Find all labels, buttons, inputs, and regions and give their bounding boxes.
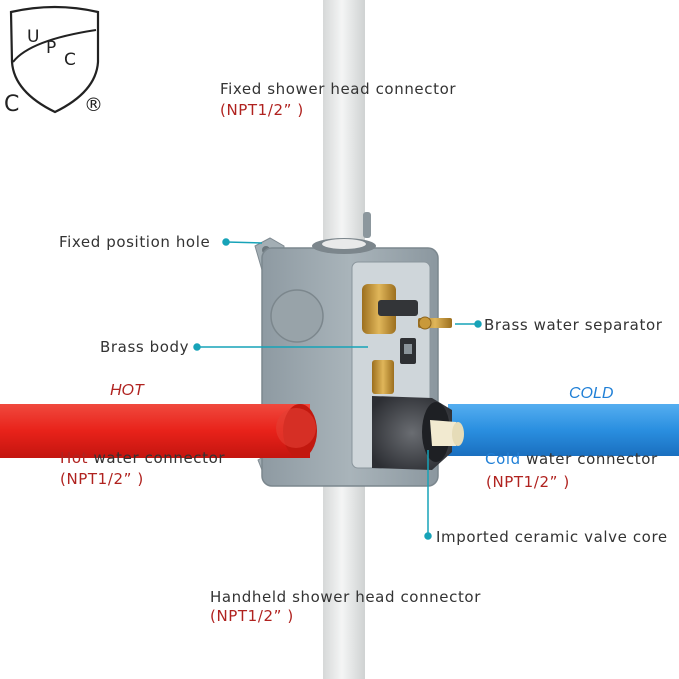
hot-connector-rest: water connector [88, 449, 226, 467]
hot-connector-spec: (NPT1/2” ) [60, 470, 144, 488]
hot-label: HOT [110, 382, 144, 399]
hot-word: Hot [60, 449, 89, 467]
fixed-position-hole-label: Fixed position hole [59, 233, 211, 251]
upc-letter-c: C [64, 50, 76, 70]
brass-body-label: Brass body [100, 338, 190, 356]
handheld-shower-spec: (NPT1/2” ) [210, 607, 294, 625]
cold-connector-label: Cold water connector [485, 450, 658, 468]
upper-white-pipe [323, 0, 365, 250]
cold-pipe [448, 404, 679, 456]
fixed-shower-spec: (NPT1/2” ) [220, 101, 304, 119]
upc-shield-logo [9, 5, 100, 114]
leader-lines [193, 238, 482, 540]
cold-label: COLD [569, 385, 614, 402]
upc-letter-u: U [27, 27, 40, 47]
ceramic-core-label: Imported ceramic valve core [436, 528, 668, 546]
side-plug [270, 289, 324, 343]
upc-c-mark: C [4, 92, 20, 117]
brass-separator-label: Brass water separator [484, 316, 663, 334]
registered-mark: ® [84, 94, 103, 116]
cold-connector-spec: (NPT1/2” ) [486, 473, 570, 491]
handheld-shower-label: Handheld shower head connector [210, 588, 481, 606]
hot-connector-label: Hot water connector [60, 449, 225, 467]
upc-letter-p: P [46, 38, 57, 58]
fixed-shower-label: Fixed shower head connector [220, 80, 457, 98]
lower-white-pipe [323, 470, 365, 679]
hot-pipe [0, 404, 310, 458]
cold-word: Cold [485, 450, 521, 468]
cold-connector-rest: water connector [520, 450, 658, 468]
